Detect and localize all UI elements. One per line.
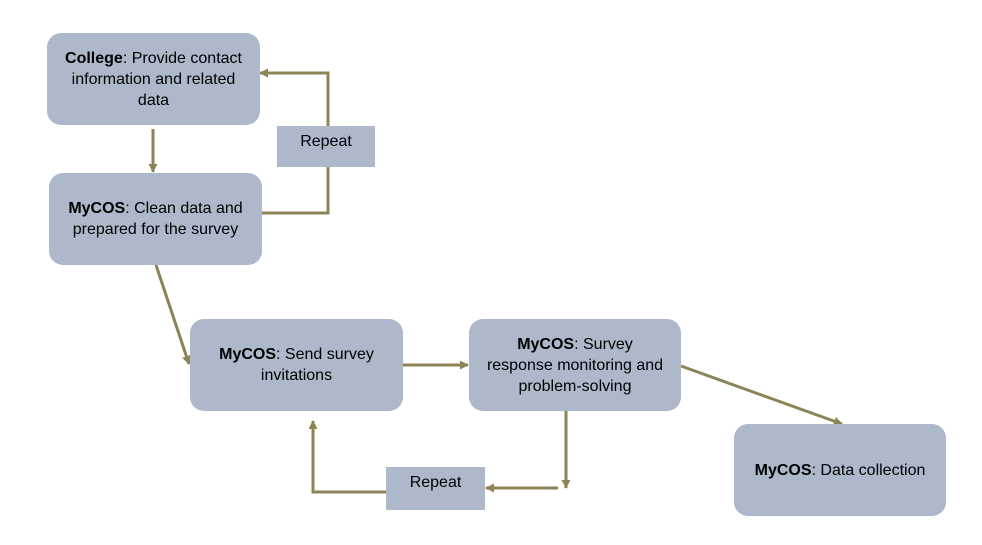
node-monitor-text: : Survey response monitoring and problem…	[486, 335, 664, 395]
node-send: MyCOS: Send survey invitations	[190, 319, 403, 411]
node-clean: MyCOS: Clean data and prepared for the s…	[49, 173, 262, 265]
arrow-clean-to-send	[154, 264, 191, 365]
repeat-top-label: Repeat	[300, 133, 352, 150]
node-collect: MyCOS: Data collection	[734, 424, 946, 516]
node-clean-text: : Clean data and prepared for the survey	[72, 200, 243, 238]
node-college: College: Provide contact information and…	[47, 33, 260, 125]
node-clean-bold: MyCOS	[68, 200, 126, 217]
node-send-bold: MyCOS	[219, 346, 277, 363]
repeat-top: Repeat	[277, 126, 375, 167]
node-college-bold: College	[65, 49, 123, 67]
repeat-bottom-label: Repeat	[409, 474, 462, 491]
node-monitor: MyCOS: Survey response monitoring and pr…	[469, 319, 681, 411]
node-collect-text: : Data collection	[811, 461, 926, 479]
loop-bottom-repeat	[308, 420, 386, 494]
arrow-monitor-to-collect	[680, 364, 843, 426]
repeat-bottom: Repeat	[386, 467, 485, 510]
node-collect-bold: MyCOS	[754, 461, 812, 479]
node-monitor-bold: MyCOS	[517, 335, 575, 353]
node-college-text: : Provide contact information and relate…	[71, 49, 242, 109]
node-send-text: : Send survey invitations	[260, 346, 374, 384]
